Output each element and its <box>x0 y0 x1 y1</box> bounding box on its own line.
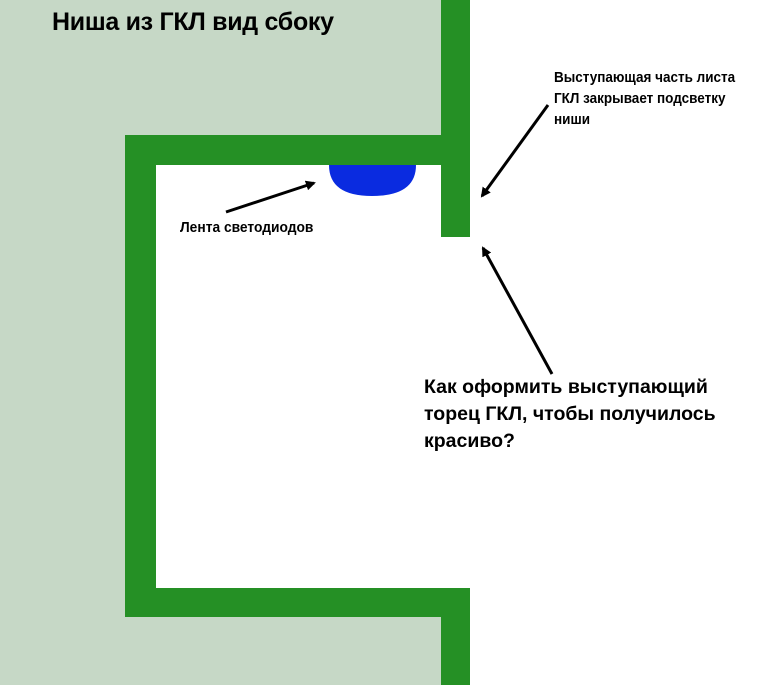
drywall-protruding-edge <box>441 165 470 237</box>
drywall-lower-wall <box>441 617 470 685</box>
led-strip-shape <box>329 165 416 196</box>
drywall-upper-wall <box>441 0 470 135</box>
arrow-to-led-strip <box>225 180 316 214</box>
question-annotation: Как оформить выступающий торец ГКЛ, чтоб… <box>424 376 716 452</box>
arrow-to-protrusion <box>480 104 550 198</box>
wall-area <box>0 0 441 685</box>
protrusion-annotation: Выступающая часть листа ГКЛ закрывает по… <box>554 69 736 128</box>
drywall-niche-top <box>125 135 470 165</box>
drywall-niche-back <box>125 165 156 617</box>
led-strip-annotation: Лента светодиодов <box>180 219 314 236</box>
arrow-to-edge <box>481 246 554 375</box>
diagram-title: Ниша из ГКЛ вид сбоку <box>52 8 334 36</box>
drywall-niche-bottom <box>125 588 470 617</box>
drywall-outline <box>125 0 470 685</box>
